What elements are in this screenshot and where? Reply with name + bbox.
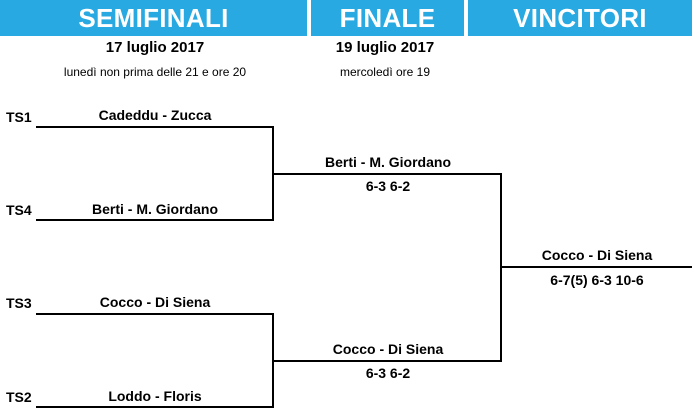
final-pair: Cocco - Di Siena [332, 341, 444, 357]
header-vincitori: VINCITORI [468, 0, 692, 36]
bracket-line [500, 173, 502, 362]
semifinal-pair: Cadeddu - Zucca [98, 107, 212, 123]
bracket-line [274, 360, 502, 362]
bracket-line [272, 126, 274, 221]
winner-score: 6-7(5) 6-3 10-6 [550, 272, 644, 288]
header-semifinali: SEMIFINALI [0, 0, 307, 36]
bracket-line [274, 173, 502, 175]
seed-label: TS1 [6, 109, 32, 125]
finale-note: mercoledì ore 19 [339, 65, 431, 79]
semifinal-pair: Cocco - Di Siena [99, 294, 211, 310]
final-score: 6-3 6-2 [365, 365, 411, 381]
bracket-line [36, 313, 274, 315]
final-pair: Berti - M. Giordano [325, 154, 451, 170]
semifinal-pair: Loddo - Floris [108, 388, 202, 404]
bracket-line [36, 219, 274, 221]
seed-label: TS4 [6, 202, 32, 218]
final-score: 6-3 6-2 [365, 178, 411, 194]
seed-label: TS3 [6, 295, 32, 311]
bracket-line [36, 406, 274, 408]
bracket-line [272, 313, 274, 408]
finale-date: 19 luglio 2017 [335, 39, 435, 56]
seed-label: TS2 [6, 389, 32, 405]
semifinali-date: 17 luglio 2017 [105, 39, 205, 56]
winner-pair: Cocco - Di Siena [541, 247, 653, 263]
semifinal-pair: Berti - M. Giordano [92, 201, 218, 217]
semifinali-note: lunedì non prima delle 21 e ore 20 [63, 65, 247, 79]
bracket-line [36, 126, 274, 128]
header-finale: FINALE [311, 0, 464, 36]
bracket-line [502, 266, 692, 268]
